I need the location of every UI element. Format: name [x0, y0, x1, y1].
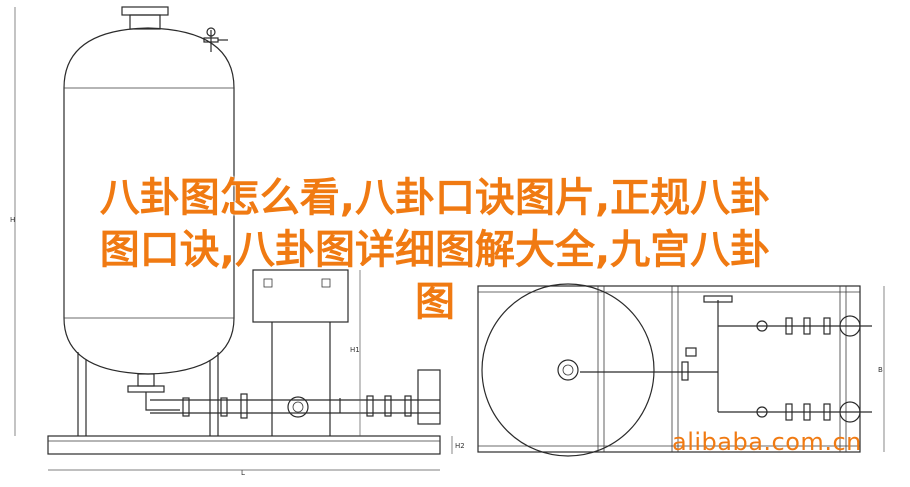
control-lamp-2 [321, 278, 331, 288]
valve-1 [182, 397, 190, 417]
plan-valve-handle [685, 347, 697, 357]
pump-hub [292, 401, 304, 413]
plan-flange-3 [823, 317, 831, 335]
plan-flange-6 [823, 403, 831, 421]
front-view: H H1 L H2 [10, 6, 465, 477]
vessel-top-circle [481, 283, 655, 457]
control-box [252, 269, 349, 323]
dim-h1-label: H1 [350, 346, 360, 354]
dim-b-label: B [878, 366, 883, 374]
plan-flange-2 [803, 317, 811, 335]
dim-h2-label: H2 [455, 442, 465, 450]
filter-housing [417, 369, 441, 425]
dim-h-label: H [10, 216, 15, 224]
top-nozzle [129, 14, 161, 30]
valve-4 [366, 395, 374, 417]
plan-pump-bottom-icon [839, 401, 861, 423]
plan-pump-top-icon [839, 315, 861, 337]
valve-5 [384, 395, 392, 417]
pump-icon [287, 396, 309, 418]
plan-valve-bottom-icon [756, 406, 768, 418]
bottom-nozzle [137, 373, 155, 387]
control-lamp-1 [263, 278, 273, 288]
plan-valve-top-icon [756, 320, 768, 332]
valve-3 [240, 393, 248, 419]
outlet-pipe [145, 392, 180, 411]
watermark: alibaba.com.cn [672, 428, 862, 456]
plan-flange-1 [785, 317, 793, 335]
manway-inner [562, 364, 574, 376]
title-line-2: 图口诀,八卦图详细图解大全,九宫八卦 [99, 227, 771, 273]
title-line-1: 八卦图怎么看,八卦口诀图片,正规八卦 [99, 175, 771, 221]
plan-riser-cap [703, 295, 733, 303]
plan-valve-mid [681, 361, 689, 381]
bottom-flange [127, 385, 165, 393]
valve-2 [220, 397, 228, 417]
manway-icon [557, 359, 579, 381]
plan-flange-4 [785, 403, 793, 421]
page-title: 八卦图怎么看,八卦口诀图片,正规八卦 图口诀,八卦图详细图解大全,九宫八卦 图 [0, 172, 870, 328]
skid-base [47, 435, 441, 455]
dim-l-label: L [241, 469, 245, 477]
valve-6 [404, 395, 412, 417]
gauge-icon [206, 27, 216, 37]
top-flange [121, 6, 169, 16]
title-line-3: 图 [415, 279, 455, 325]
plan-flange-5 [803, 403, 811, 421]
plan-frame [477, 285, 861, 453]
plan-view: B [477, 283, 885, 457]
